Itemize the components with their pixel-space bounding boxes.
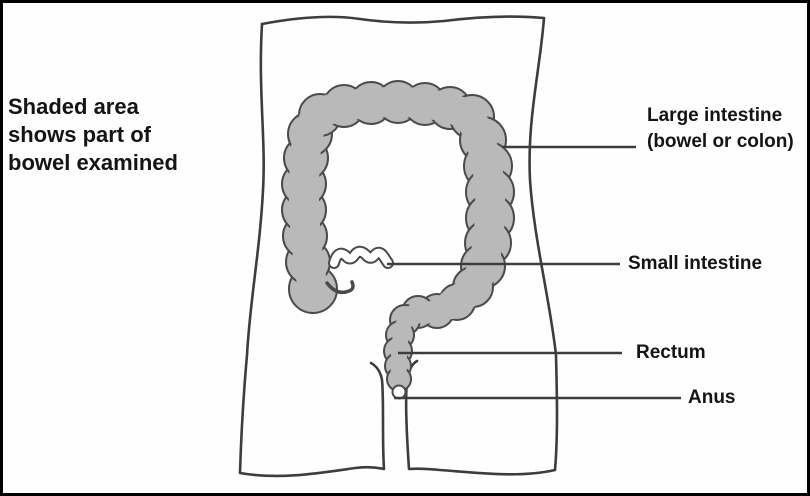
small-intestine-shape [328,245,394,269]
label-small-intestine: Small intestine [628,253,763,274]
label-anus: Anus [688,387,736,408]
torso-top-line [260,15,546,26]
torso-right-and-right-leg [404,16,559,476]
label-rectum: Rectum [636,342,706,363]
torso-left-and-left-leg [238,22,386,478]
large-intestine-shape [281,80,515,392]
body-outline [238,15,559,478]
anus-shape [391,384,407,400]
colon-core [288,87,506,319]
rectum-core [390,304,426,388]
label-large-intestine-line-1: Large intestine [647,105,783,126]
leader-lines [387,145,681,400]
diagram-canvas [238,15,681,478]
note-line-2: shows part of [8,122,152,147]
note-line-3: bowel examined [8,150,178,175]
shaded-area-note: Shaded area shows part of bowel examined [8,93,178,177]
note-line-1: Shaded area [8,94,139,119]
label-large-intestine-line-2: (bowel or colon) [647,131,794,152]
ileum-curl-shape [325,280,355,295]
label-large-intestine: Large intestine (bowel or colon) [647,103,794,155]
